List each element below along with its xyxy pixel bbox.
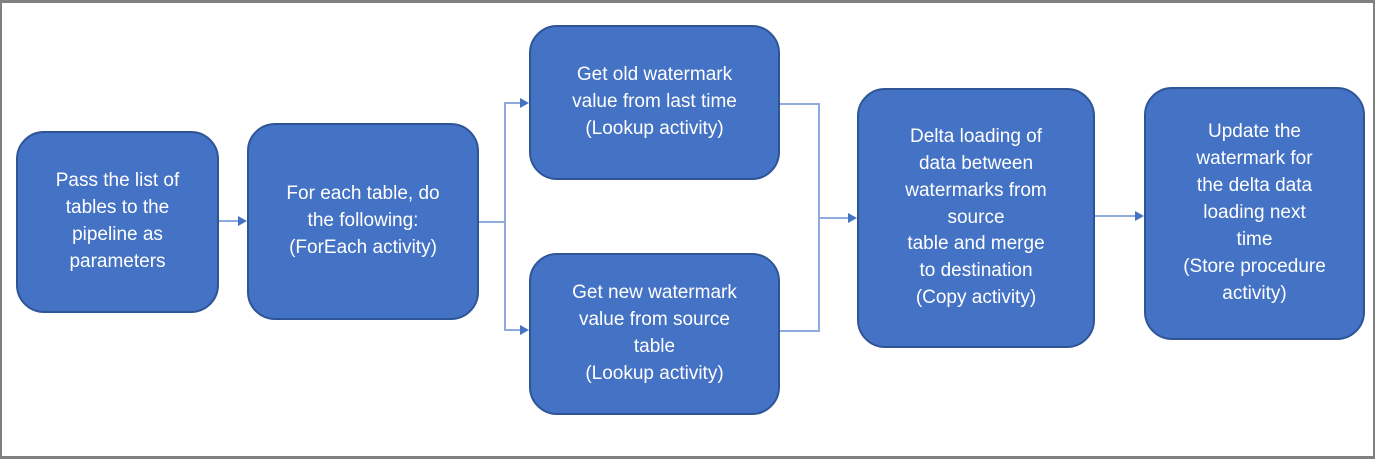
- node-get-old-watermark: Get old watermark value from last time (…: [529, 25, 780, 180]
- arrowhead-icon: [520, 325, 529, 335]
- connector-new-watermark-out: [780, 330, 820, 332]
- arrowhead-icon: [848, 213, 857, 223]
- node-update-watermark: Update the watermark for the delta data …: [1144, 87, 1365, 340]
- connector-merge-vertical: [818, 103, 820, 331]
- node-pass-tables: Pass the list of tables to the pipeline …: [16, 131, 219, 313]
- connector-to-new-watermark: [505, 329, 520, 331]
- arrowhead-icon: [1135, 211, 1144, 221]
- node-get-old-watermark-label: Get old watermark value from last time (…: [572, 64, 737, 139]
- connector-old-watermark-out: [780, 103, 820, 105]
- connector-foreach-stem: [479, 221, 505, 223]
- node-foreach-table-label: For each table, do the following: (ForEa…: [286, 183, 440, 258]
- connector-to-delta-loading: [819, 217, 848, 219]
- node-delta-loading: Delta loading of data between watermarks…: [857, 88, 1095, 348]
- node-get-new-watermark-label: Get new watermark value from source tabl…: [572, 282, 737, 384]
- arrowhead-icon: [238, 216, 247, 226]
- connector-delta-to-update: [1095, 215, 1135, 217]
- node-delta-loading-label: Delta loading of data between watermarks…: [905, 125, 1047, 309]
- node-get-new-watermark: Get new watermark value from source tabl…: [529, 253, 780, 415]
- arrowhead-icon: [520, 98, 529, 108]
- connector-to-old-watermark: [505, 102, 520, 104]
- node-pass-tables-label: Pass the list of tables to the pipeline …: [55, 170, 180, 272]
- node-update-watermark-label: Update the watermark for the delta data …: [1183, 121, 1326, 304]
- connector-branch-vertical: [504, 102, 506, 331]
- node-foreach-table: For each table, do the following: (ForEa…: [247, 123, 479, 320]
- connector-pass-to-foreach: [219, 220, 239, 222]
